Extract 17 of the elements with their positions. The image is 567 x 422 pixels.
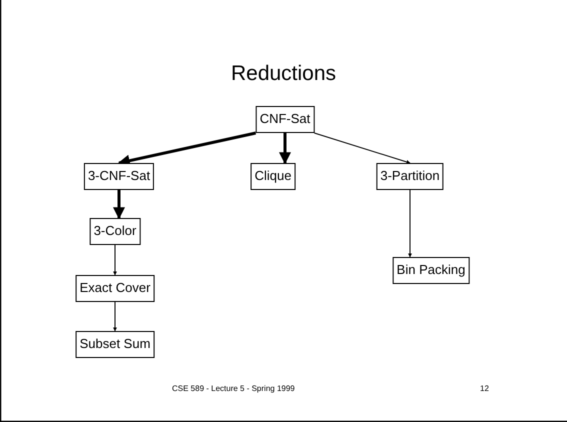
process-box: Bin Packing [392,257,470,284]
arrow [279,133,291,164]
process-box: 3-Partition [376,163,444,190]
process-box: 3-Color [90,218,140,245]
arrow [113,190,125,220]
process-box: Subset Sum [76,331,154,358]
title: Reductions [230,62,338,86]
process-box: Clique [250,163,296,190]
footer-text: CSE 589 - Lecture 5 - Spring 1999 [172,384,295,393]
process-box: 3-CNF-Sat [84,163,154,190]
page-number: 12 [480,384,489,393]
arrow [113,244,117,276]
process-box: CNF-Sat [256,106,314,133]
arrow [408,190,412,258]
arrow [314,132,410,164]
process-box: Exact Cover [76,275,154,302]
arrow [113,302,117,332]
